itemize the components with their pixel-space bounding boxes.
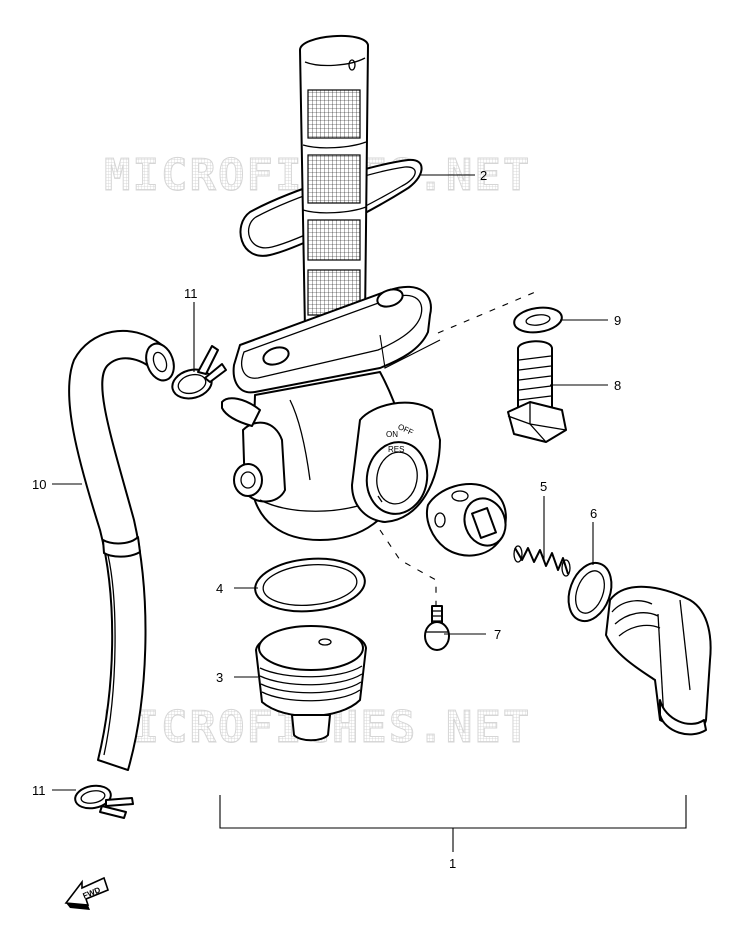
spring [513,545,571,577]
fuel-valve-body: ON OFF RES [221,371,441,541]
callout-4: 4 [216,581,223,596]
callout-9: 9 [614,313,621,328]
callouts: 2 11 9 8 10 5 6 4 7 3 11 1 [32,168,621,871]
sediment-cup [255,625,367,742]
callout-6: 6 [590,506,597,521]
washer-6 [567,561,613,623]
callout-3: 3 [216,670,223,685]
screw-7 [424,605,450,651]
callout-7: 7 [494,627,501,642]
callout-1: 1 [449,856,456,871]
stamp-on: ON [386,430,398,439]
callout-10: 10 [32,477,46,492]
callout-5: 5 [540,479,547,494]
callout-11-upper: 11 [184,286,198,301]
filter-strainer [299,34,369,331]
fuel-hose [68,329,175,771]
washer-9 [513,306,563,334]
fwd-arrow: FWD [64,876,109,910]
bolt-8 [507,340,567,443]
hose-clip-lower [74,784,134,819]
stamp-res: RES [388,445,404,454]
hose-clip-upper [171,345,227,400]
callout-8: 8 [614,378,621,393]
callout-2: 2 [480,168,487,183]
o-ring-cup [254,557,366,613]
leader-lines [52,174,687,852]
valve-rotor [426,483,507,557]
lever-knob [605,585,712,736]
mounting-flange [232,285,432,394]
callout-11-lower: 11 [32,783,46,798]
